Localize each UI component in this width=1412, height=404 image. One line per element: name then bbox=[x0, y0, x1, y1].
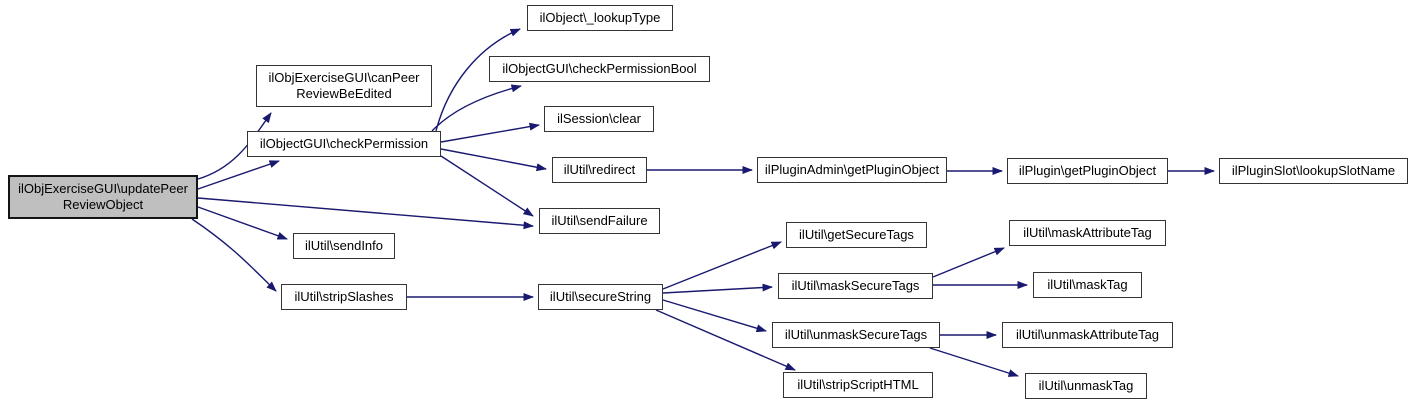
graph-node-label: ilUtil\stripSlashes bbox=[294, 288, 394, 304]
graph-node-checkPermission[interactable]: ilObjectGUI\checkPermission bbox=[247, 131, 441, 157]
graph-node-label: ilObjExerciseGUI\updatePeer bbox=[18, 180, 188, 196]
edge-secureString-to-getSecureTags bbox=[662, 241, 782, 290]
graph-node-sendFailure[interactable]: ilUtil\sendFailure bbox=[539, 208, 660, 234]
graph-node-label: ilUtil\stripScriptHTML bbox=[797, 376, 919, 392]
graph-node-label: ilObjectGUI\checkPermissionBool bbox=[502, 60, 697, 76]
graph-node-label: ilObject\_lookupType bbox=[539, 9, 661, 25]
edge-maskSecureTags-to-maskAttributeTag bbox=[932, 247, 1005, 278]
graph-node-pluginGetPluginObject[interactable]: ilPlugin\getPluginObject bbox=[1007, 158, 1168, 184]
edge-secureString-to-stripScriptHTML bbox=[655, 309, 796, 371]
edge-secureString-to-unmaskSecureTags bbox=[662, 299, 767, 333]
edge-updatePeerReviewObject-to-canPeerReviewBeEdited bbox=[197, 112, 272, 180]
graph-node-redirect[interactable]: ilUtil\redirect bbox=[552, 157, 647, 183]
graph-node-lookupSlotName[interactable]: ilPluginSlot\lookupSlotName bbox=[1219, 158, 1408, 184]
graph-node-label: ilUtil\unmaskTag bbox=[1038, 377, 1134, 393]
graph-node-unmaskSecureTags[interactable]: ilUtil\unmaskSecureTags bbox=[772, 322, 940, 348]
graph-node-sessionClear[interactable]: ilSession\clear bbox=[544, 106, 654, 132]
edge-updatePeerReviewObject-to-checkPermission bbox=[197, 160, 280, 190]
graph-node-label: ReviewBeEdited bbox=[296, 86, 392, 101]
graph-node-label: ilObjExerciseGUI\canPeer bbox=[268, 69, 420, 85]
graph-node-label: ilUtil\maskSecureTags bbox=[791, 277, 920, 293]
graph-node-label: ReviewObject bbox=[62, 197, 144, 212]
graph-node-label: ilSession\clear bbox=[557, 110, 641, 126]
edge-checkPermission-to-lookupType bbox=[435, 28, 521, 132]
edge-checkPermission-to-redirect bbox=[440, 148, 547, 172]
graph-node-label: ilObjectGUI\checkPermission bbox=[259, 135, 429, 151]
edge-secureString-to-maskSecureTags bbox=[662, 283, 773, 294]
edges-group bbox=[191, 28, 1215, 377]
graph-node-label: ilPluginAdmin\getPluginObject bbox=[764, 161, 940, 177]
graph-node-getSecureTags[interactable]: ilUtil\getSecureTags bbox=[786, 222, 927, 248]
graph-node-maskAttributeTag[interactable]: ilUtil\maskAttributeTag bbox=[1009, 220, 1166, 246]
graph-node-secureString[interactable]: ilUtil\secureString bbox=[538, 284, 663, 310]
graph-node-label: ilPlugin\getPluginObject bbox=[1018, 162, 1157, 178]
edge-updatePeerReviewObject-to-sendFailure bbox=[197, 197, 534, 230]
graph-node-label: ilUtil\maskTag bbox=[1047, 276, 1128, 292]
graph-node-sendInfo[interactable]: ilUtil\sendInfo bbox=[293, 233, 395, 259]
graph-node-pluginAdminGetPluginObject[interactable]: ilPluginAdmin\getPluginObject bbox=[757, 157, 947, 183]
edge-unmaskSecureTags-to-unmaskTag bbox=[929, 347, 1019, 377]
edge-checkPermission-to-sessionClear bbox=[440, 122, 540, 143]
graph-node-lookupType[interactable]: ilObject\_lookupType bbox=[527, 5, 673, 31]
graph-node-unmaskTag[interactable]: ilUtil\unmaskTag bbox=[1025, 373, 1147, 399]
graph-node-label: ilUtil\getSecureTags bbox=[799, 226, 914, 242]
graph-node-label: ilUtil\sendInfo bbox=[304, 237, 384, 253]
graph-node-stripSlashes[interactable]: ilUtil\stripSlashes bbox=[281, 284, 407, 310]
edge-updatePeerReviewObject-to-sendInfo bbox=[197, 206, 288, 240]
graph-node-unmaskAttributeTag[interactable]: ilUtil\unmaskAttributeTag bbox=[1002, 322, 1173, 348]
graph-node-label: ilUtil\sendFailure bbox=[551, 212, 648, 228]
graph-node-stripScriptHTML[interactable]: ilUtil\stripScriptHTML bbox=[783, 372, 933, 398]
graph-node-label: ilPluginSlot\lookupSlotName bbox=[1231, 162, 1396, 178]
edge-checkPermission-to-sendFailure bbox=[440, 155, 534, 217]
graph-node-checkPermissionBool[interactable]: ilObjectGUI\checkPermissionBool bbox=[489, 56, 710, 82]
graph-node-label: ilUtil\maskAttributeTag bbox=[1023, 224, 1152, 240]
edge-updatePeerReviewObject-to-stripSlashes bbox=[191, 218, 277, 292]
graph-node-label: ilUtil\secureString bbox=[549, 288, 652, 304]
edge-checkPermission-to-checkPermissionBool bbox=[431, 84, 522, 132]
graph-node-maskSecureTags[interactable]: ilUtil\maskSecureTags bbox=[778, 273, 933, 299]
graph-node-maskTag[interactable]: ilUtil\maskTag bbox=[1033, 272, 1142, 298]
graph-node-label: ilUtil\unmaskAttributeTag bbox=[1015, 326, 1160, 342]
graph-node-label: ilUtil\redirect bbox=[563, 161, 636, 177]
graph-node-label: ilUtil\unmaskSecureTags bbox=[784, 326, 928, 342]
